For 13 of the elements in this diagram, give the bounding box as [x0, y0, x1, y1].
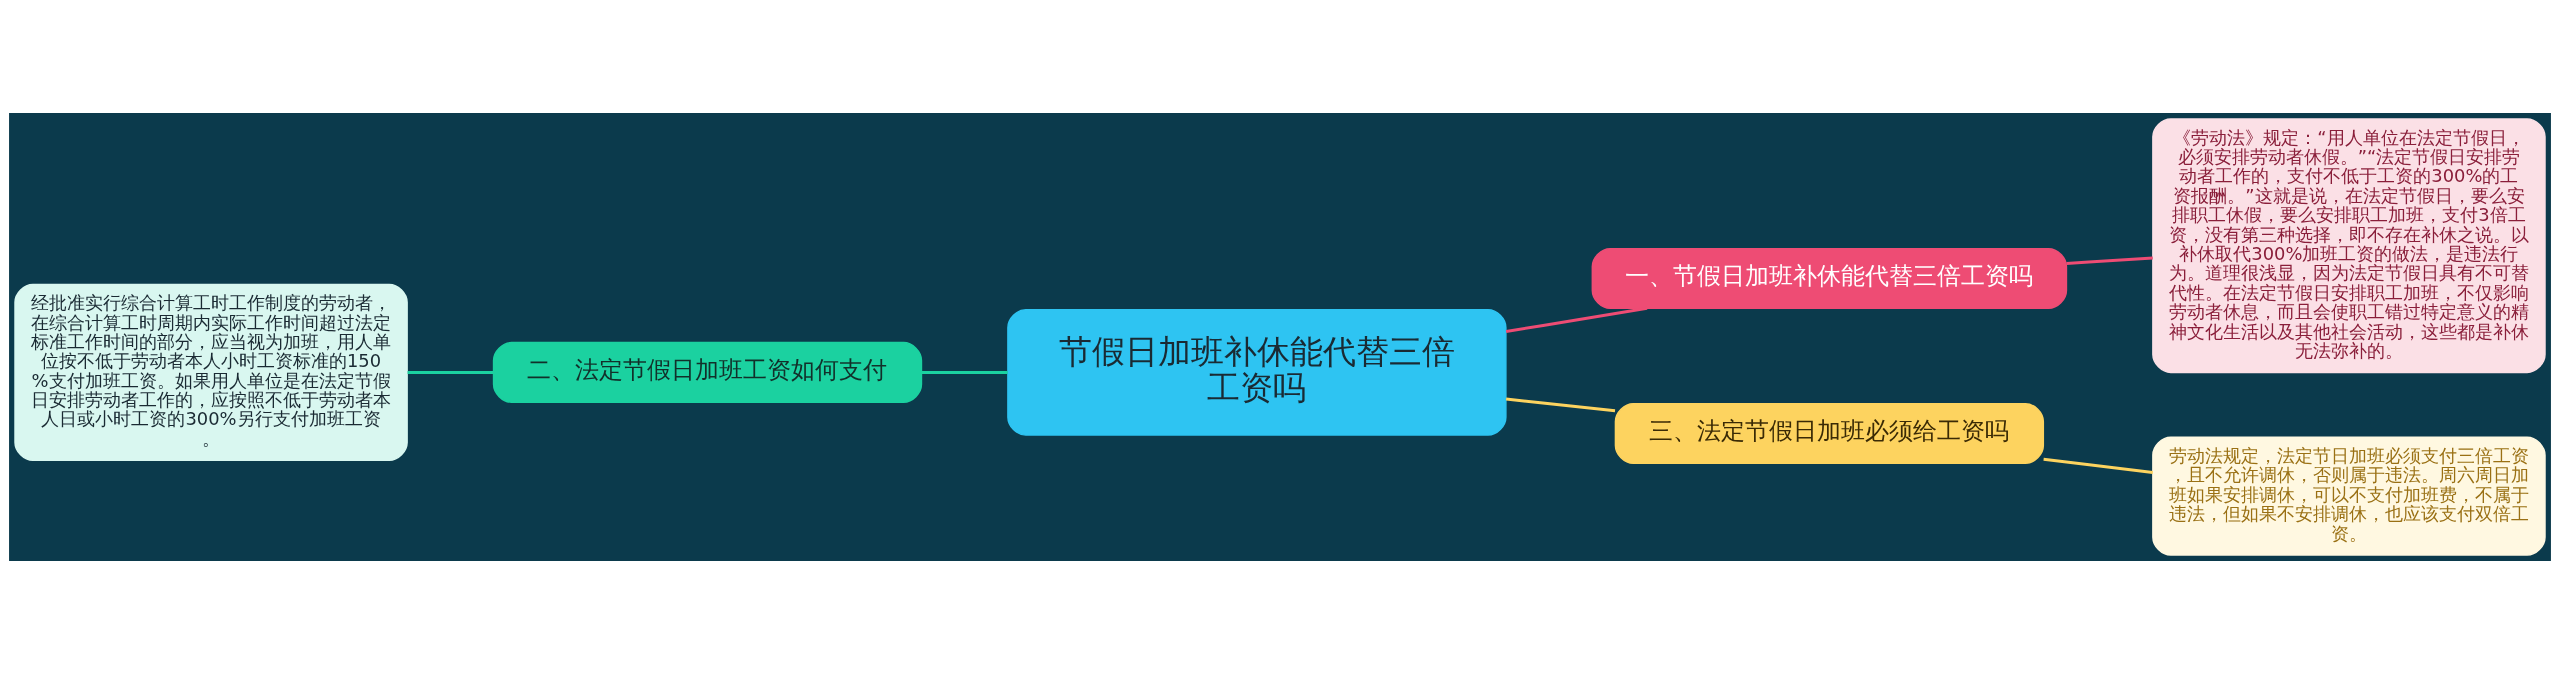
- connector: [2066, 256, 2153, 265]
- node-box: 《劳动法》规定：“用人单位在法定节假日，必须安排劳动者休假。”“法定节假日安排劳动者工作的，支付不低于工资的300%的工资报酬。”这就是说，在法定节假日，要么安排职工休假，要么安排职工加班，支付3倍工资，没有第三种选择，即不存在补休之说。以补休取代300%加班工资的做法，是违法行为。道理很浅显，因为法定节假日具有不可替代性。在法定节假日安排职工加班，不仅影响劳动者休息，而且会使职工错过特定意义的精神文化生活以及其他社会活动，这些都是补休无法弥补的。: [2152, 118, 2546, 374]
- node-box: 一、节假日加班补休能代替三倍工资吗: [1591, 247, 2068, 310]
- connector: [921, 370, 1008, 374]
- node-box: 劳动法规定，法定节日加班必须支付三倍工资，且不允许调休，否则属于违法。周六周日加班如果安排调休，可以不支付加班费，不属于违法，但如果不安排调休，也应该支付双倍工资。: [2152, 436, 2546, 556]
- connector: [2043, 457, 2153, 475]
- connector: [407, 370, 494, 374]
- connector: [1505, 306, 1648, 334]
- connector: [1505, 397, 1616, 413]
- node-box: 三、法定节假日加班必须给工资吗: [1614, 402, 2045, 465]
- node-box: 二、法定节假日加班工资如何支付: [492, 341, 923, 403]
- node-box: 节假日加班补休能代替三倍工资吗: [1007, 309, 1507, 436]
- node-box: 经批准实行综合计算工时工作制度的劳动者，在综合计算工时周期内实际工作时间超过法定标准工作时间的部分，应当视为加班，用人单位按不低于劳动者本人小时工资标准的150%支付加班工资。如果用人单位是在法定节假日安排劳动者工作的，应按照不低于劳动者本人日或小时工资的300%另行支付加班工资。: [14, 283, 408, 462]
